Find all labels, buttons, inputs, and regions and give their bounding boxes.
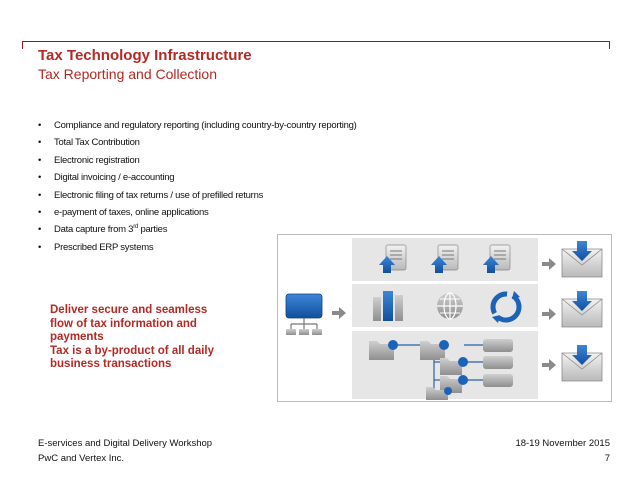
database-icon bbox=[483, 339, 513, 352]
header-rule bbox=[22, 41, 610, 42]
callout-line: flow of tax information and bbox=[50, 317, 197, 330]
diagram-svg bbox=[285, 238, 603, 400]
bullet-list: • Compliance and regulatory reporting (in… bbox=[38, 117, 357, 256]
database-icon bbox=[483, 356, 513, 369]
bullet-item: • Total Tax Contribution bbox=[38, 134, 357, 151]
bullet-text: Digital invoicing / e-accounting bbox=[54, 172, 175, 184]
inbox-download-icon bbox=[561, 345, 603, 382]
folder-icon bbox=[420, 340, 449, 360]
sync-icon bbox=[490, 291, 522, 323]
folder-icon bbox=[440, 357, 468, 375]
document-upload-icon bbox=[483, 244, 511, 273]
globe-icon bbox=[437, 292, 463, 320]
folder-icon bbox=[426, 387, 452, 400]
arrow-right-icon bbox=[542, 308, 556, 320]
arrow-right-icon bbox=[542, 258, 556, 270]
bullet-item: • Electronic registration bbox=[38, 152, 357, 169]
inbox-download-icon bbox=[561, 291, 603, 328]
bullet-symbol: • bbox=[38, 241, 42, 253]
bullet-text-suffix: parties bbox=[138, 224, 168, 236]
footer-event: E-services and Digital Delivery Workshop bbox=[38, 438, 213, 449]
bullet-symbol: • bbox=[38, 172, 42, 184]
bullet-superscript: rd bbox=[133, 224, 139, 231]
header-rule-right-tick bbox=[609, 41, 610, 49]
database-icon bbox=[483, 374, 513, 387]
callout-line: payments bbox=[50, 331, 104, 344]
bullet-symbol: • bbox=[38, 120, 42, 131]
bullet-item: • e-payment of taxes, online applications bbox=[38, 204, 357, 221]
bullet-text: e-payment of taxes, online applications bbox=[54, 206, 209, 218]
network-icon bbox=[285, 293, 323, 335]
bullet-symbol: • bbox=[38, 189, 42, 201]
bullet-symbol: • bbox=[38, 154, 42, 166]
header-rule-left-tick bbox=[22, 41, 23, 49]
callout-line: business transactions bbox=[50, 358, 172, 371]
server-icon bbox=[373, 291, 403, 321]
callout-line: Deliver secure and seamless bbox=[50, 304, 208, 316]
bullet-symbol: • bbox=[38, 224, 42, 236]
footer-date: 18-19 November 2015 bbox=[515, 438, 610, 449]
arrow-right-icon bbox=[542, 359, 556, 371]
bullet-item: • Digital invoicing / e-accounting bbox=[38, 169, 357, 186]
document-upload-icon bbox=[431, 244, 459, 273]
footer-organizers: PwC and Vertex Inc. bbox=[38, 453, 125, 464]
slide-subtitle: Tax Reporting and Collection bbox=[38, 66, 217, 82]
callout-line: Tax is a by-product of all daily bbox=[50, 344, 215, 357]
bullet-text: Total Tax Contribution bbox=[54, 137, 140, 149]
bullet-item: • Prescribed ERP systems bbox=[38, 239, 357, 256]
bullet-item: • Data capture from 3rd parties bbox=[38, 221, 357, 238]
slide-title: Tax Technology Infrastructure bbox=[38, 47, 252, 64]
page-number: 7 bbox=[604, 453, 610, 464]
bullet-text: Compliance and regulatory reporting (inc… bbox=[54, 120, 357, 131]
arrow-right-icon bbox=[332, 307, 346, 319]
inbox-download-icon bbox=[561, 241, 603, 278]
bullet-text: Data capture from 3 bbox=[54, 224, 134, 236]
bullet-item: • Compliance and regulatory reporting (in… bbox=[38, 117, 357, 134]
bullet-text: Electronic registration bbox=[54, 154, 140, 166]
tax-infrastructure-diagram bbox=[277, 234, 612, 402]
bullet-symbol: • bbox=[38, 206, 42, 218]
bullet-item: • Electronic filing of tax returns / use … bbox=[38, 187, 357, 204]
document-upload-icon bbox=[379, 244, 407, 273]
folder-icon bbox=[369, 340, 398, 360]
bullet-symbol: • bbox=[38, 137, 42, 149]
callout-text: Deliver secure and seamless flow of tax … bbox=[50, 304, 280, 372]
bullet-text: Electronic filing of tax returns / use o… bbox=[54, 189, 264, 201]
bullet-text: Prescribed ERP systems bbox=[54, 241, 154, 253]
